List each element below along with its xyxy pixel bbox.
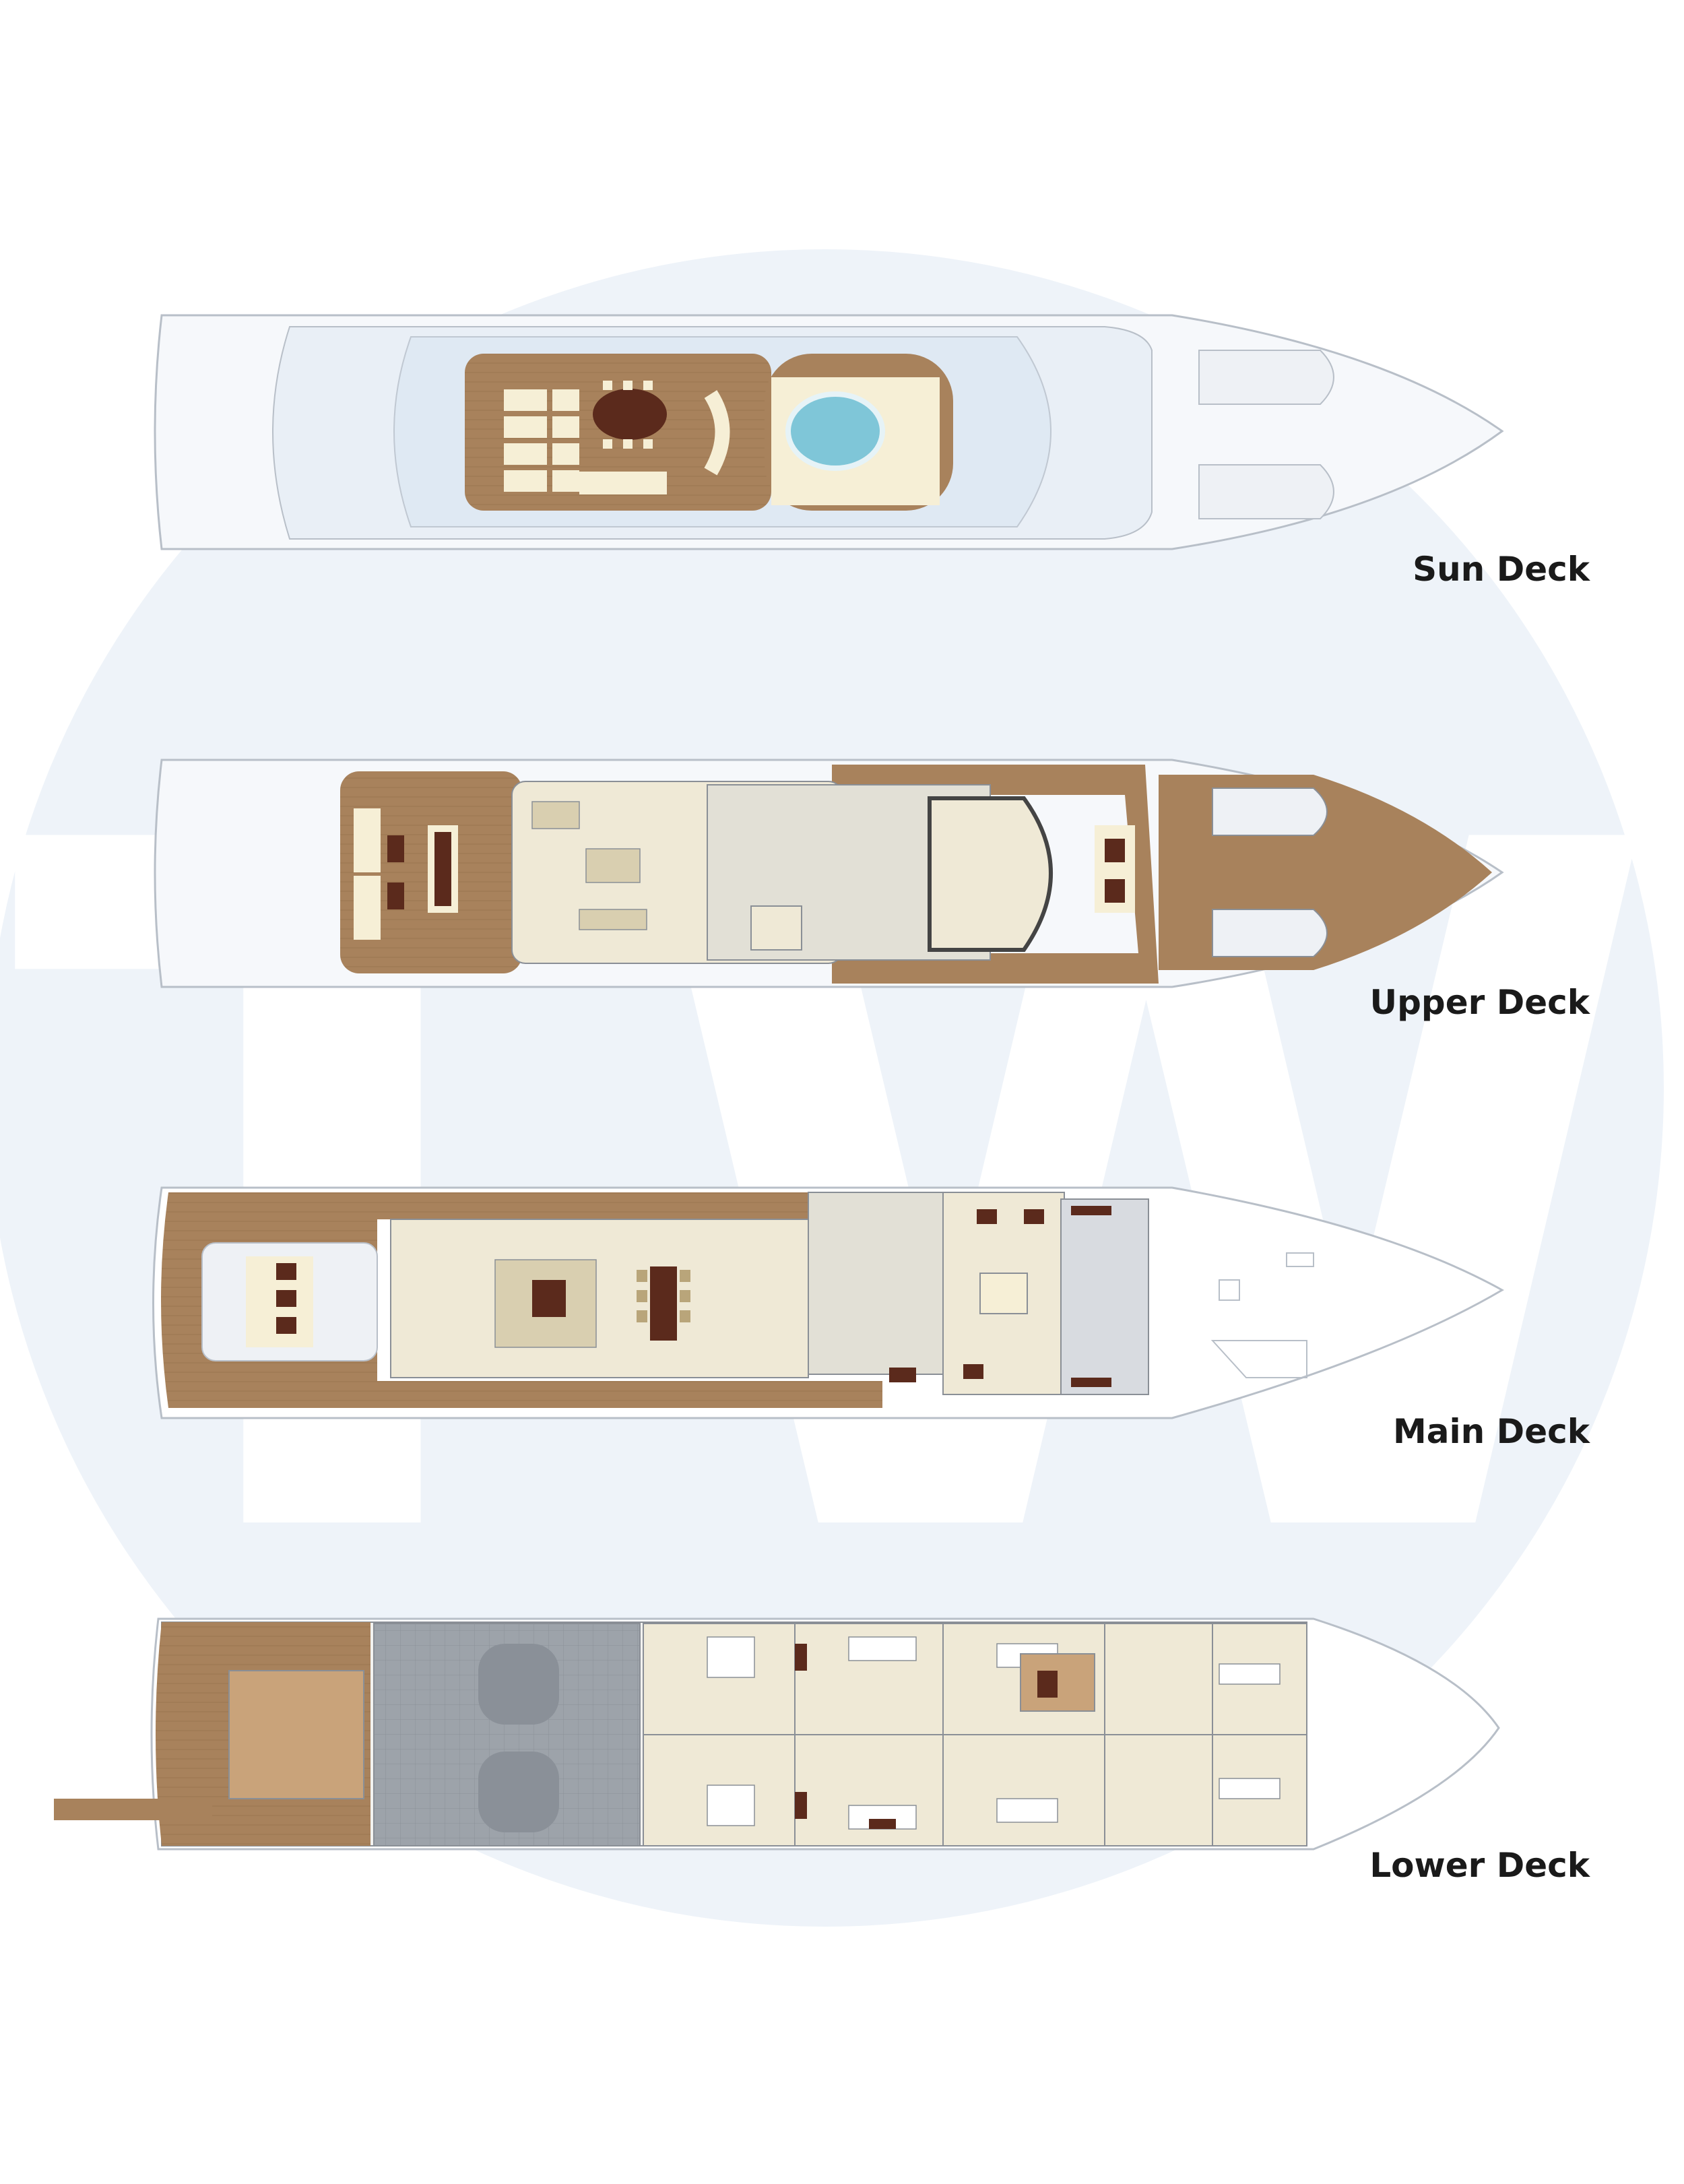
jacuzzi-pool xyxy=(785,391,885,471)
lower-deck-beds xyxy=(707,1636,1281,1830)
upper-deck-salon-furniture xyxy=(531,801,647,930)
upper-deck-aft-dining xyxy=(354,808,458,940)
lower-deck-engines xyxy=(478,1644,559,1832)
watermark-circle xyxy=(0,249,1664,1927)
main-deck-plan xyxy=(152,1186,1505,1419)
lower-deck-beach-club-lounge xyxy=(228,1670,364,1799)
main-deck-dining-chairs xyxy=(637,1270,690,1322)
main-deck-label: Main Deck xyxy=(1393,1412,1591,1451)
main-deck-aft-sofa-cushions xyxy=(276,1263,296,1334)
main-deck-owner-bath xyxy=(1060,1198,1149,1395)
main-deck-coffee-table xyxy=(532,1280,566,1317)
sun-deck-plan xyxy=(154,314,1504,550)
main-deck-salon xyxy=(390,1219,809,1378)
upper-deck-bridge xyxy=(928,796,1053,952)
sun-deck-dining-table xyxy=(593,389,667,440)
sun-deck-label: Sun Deck xyxy=(1413,550,1591,589)
upper-deck-tenders xyxy=(1212,788,1328,957)
lower-deck-plan xyxy=(54,1617,1500,1851)
sun-deck-curved-bench xyxy=(704,390,730,476)
sun-deck-tenders xyxy=(1198,350,1334,519)
sun-deck-dining-chairs xyxy=(603,381,653,449)
upper-deck-bedroom xyxy=(750,905,802,951)
upper-deck-label: Upper Deck xyxy=(1370,983,1591,1022)
main-deck-owner-bed xyxy=(979,1273,1028,1314)
sun-loungers xyxy=(504,389,579,492)
lower-deck-cabin-furniture xyxy=(795,1644,1058,1829)
upper-deck-bow-furniture xyxy=(1095,825,1135,913)
sun-deck-sofa xyxy=(579,472,667,494)
main-deck-dining-table xyxy=(650,1266,677,1341)
upper-deck-plan xyxy=(154,759,1504,988)
lower-deck-label: Lower Deck xyxy=(1369,1846,1590,1885)
main-deck-mid-service xyxy=(808,1192,957,1375)
main-deck-owner-furniture xyxy=(889,1206,1111,1387)
lower-deck-swim-platform xyxy=(54,1799,212,1820)
main-deck-foredeck-gear xyxy=(1210,1252,1314,1378)
